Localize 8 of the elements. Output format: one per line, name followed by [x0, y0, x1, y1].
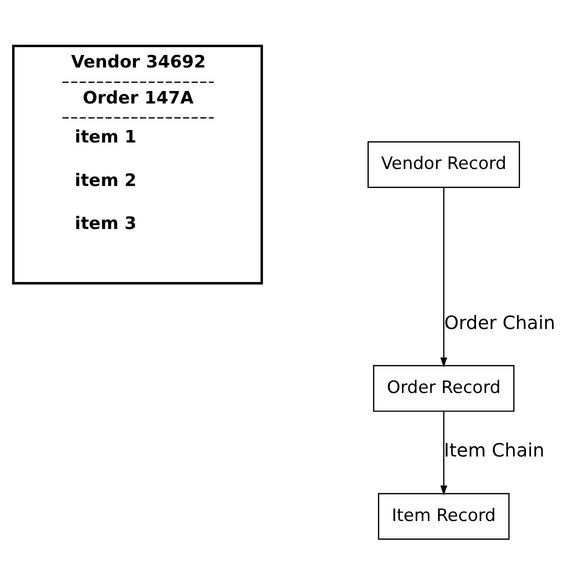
- edge-label: Item Chain: [444, 440, 544, 462]
- node-box: Vendor 34692 Order 147A item 1 item 2 item 3: [12, 44, 263, 284]
- arrow: [440, 187, 448, 368]
- node-box: Order Record: [373, 365, 514, 412]
- arrow: [440, 412, 448, 496]
- node-box: Item Record: [378, 492, 510, 540]
- edge-label: Order Chain: [444, 312, 556, 334]
- node-box: Vendor Record: [368, 141, 520, 188]
